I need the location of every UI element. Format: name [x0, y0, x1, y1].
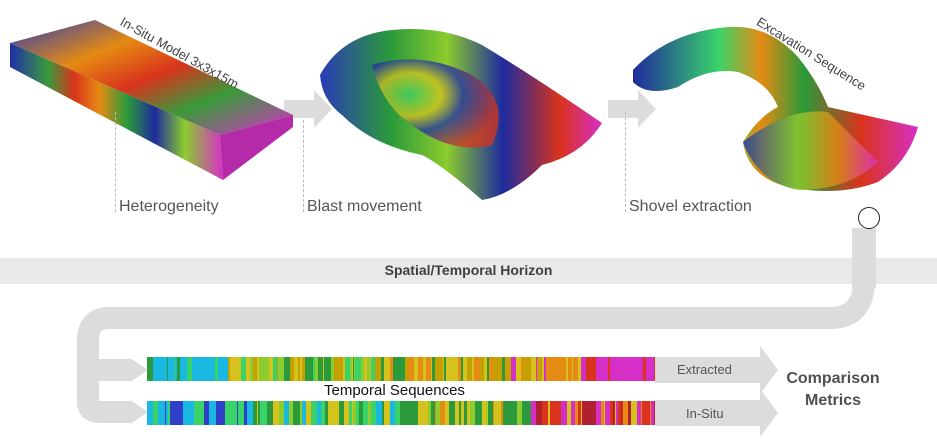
- panel3-stage: Shovel extraction: [629, 198, 752, 215]
- blast-movement-model: [320, 29, 602, 200]
- extracted-label: Extracted: [677, 362, 732, 377]
- temporal-sequences-label: Temporal Sequences: [322, 382, 467, 399]
- horizon-label: Spatial/Temporal Horizon: [384, 262, 553, 278]
- horizon-band: [0, 258, 937, 284]
- comparison-metrics: Comparison Metrics: [778, 368, 888, 412]
- panel3-dashline: [625, 112, 626, 212]
- insitu-sequence-bar: [147, 401, 655, 425]
- connector-circle: [858, 207, 880, 229]
- panel2-stage: Blast movement: [307, 198, 422, 215]
- flow-vertical-right: [852, 228, 876, 288]
- in-situ-model-block: [10, 20, 293, 180]
- panel1-stage: Heterogeneity: [119, 198, 219, 215]
- panel1-dashline: [115, 112, 116, 212]
- comparison-line1: Comparison: [786, 370, 880, 387]
- extracted-sequence-bar: [147, 357, 655, 381]
- excavation-sequence-model: [633, 26, 918, 191]
- panel2-dashline: [303, 120, 304, 212]
- insitu-label: In-Situ: [686, 406, 724, 421]
- comparison-line2: Metrics: [804, 392, 862, 409]
